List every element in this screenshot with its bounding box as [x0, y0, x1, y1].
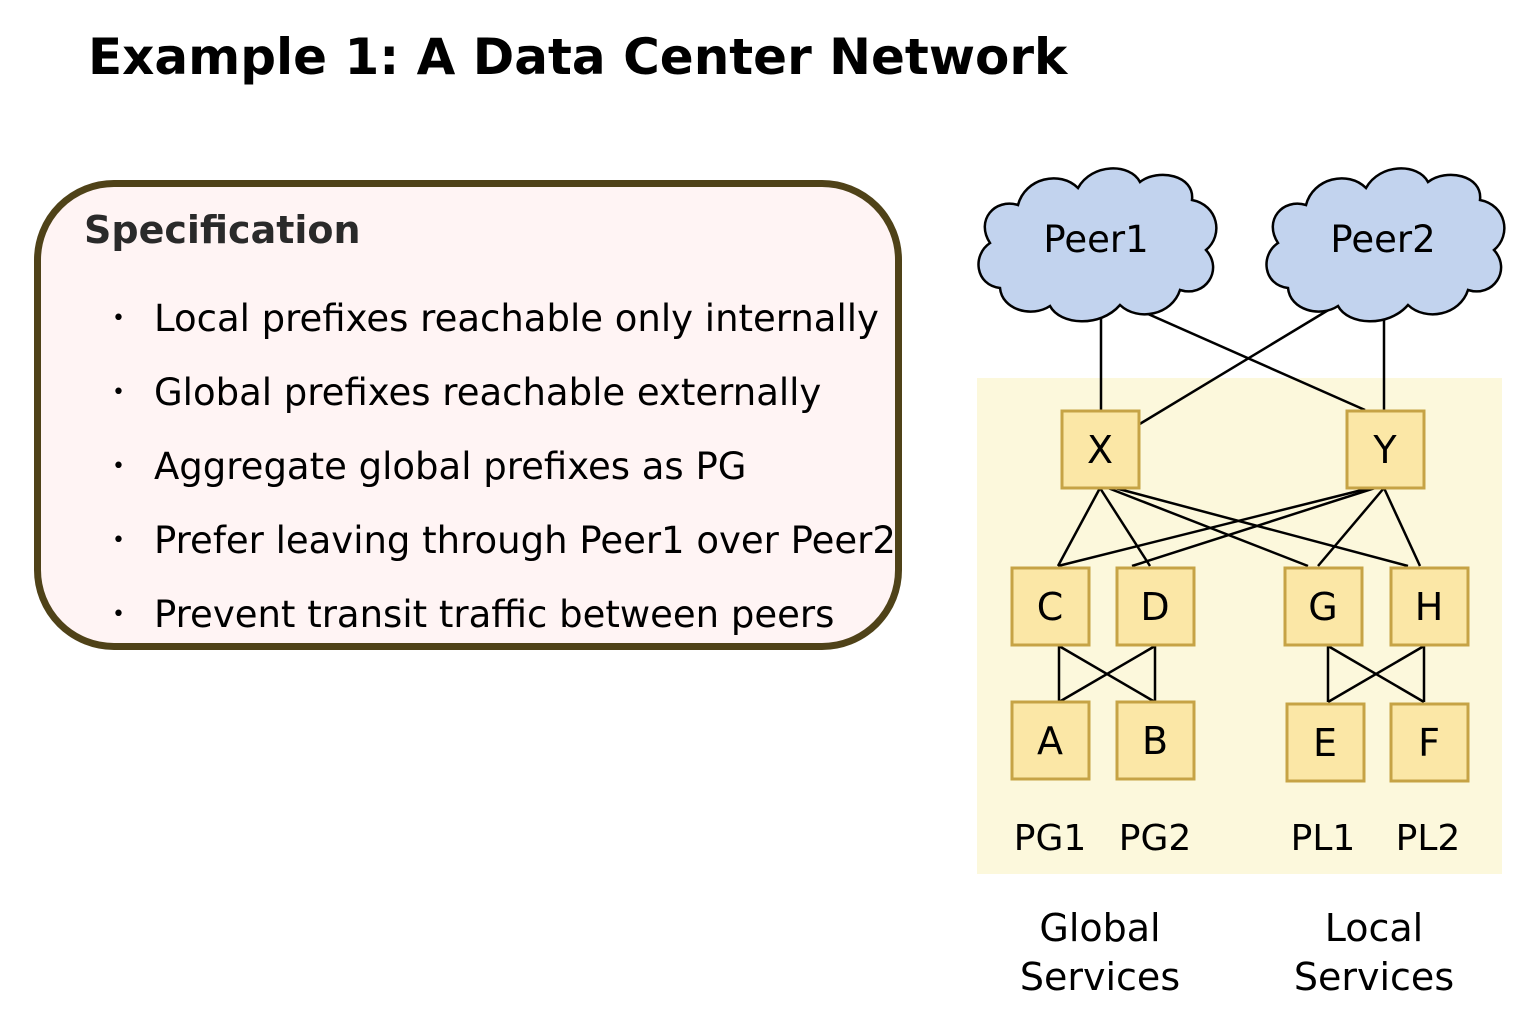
router-f	[1389, 702, 1470, 783]
peer2-label: Peer2	[1330, 218, 1435, 261]
router-h-label: H	[1415, 585, 1444, 629]
list-item: •Prefer leaving through Peer1 over Peer2	[112, 504, 896, 578]
router-d-label: D	[1140, 585, 1169, 629]
router-h	[1389, 566, 1470, 647]
local-services-label-line2: Services	[1294, 955, 1454, 999]
link-y-d	[1131, 486, 1376, 568]
network-links	[1056, 304, 1426, 704]
peer2-cloud: Peer2	[1265, 167, 1506, 323]
page-title: Example 1: A Data Center Network	[88, 28, 1068, 86]
link-h-e	[1327, 644, 1425, 704]
peer1-cloud: Peer1	[977, 167, 1218, 323]
router-e-label: E	[1313, 721, 1337, 765]
router-x-label: X	[1087, 428, 1113, 472]
bullet-icon: •	[112, 380, 125, 405]
router-b-label: B	[1142, 719, 1168, 763]
link-x-g	[1107, 486, 1309, 568]
router-y-label: Y	[1372, 428, 1397, 472]
list-item: •Global prefixes reachable externally	[112, 356, 896, 430]
specification-heading: Specification	[84, 208, 361, 252]
router-g	[1283, 566, 1364, 647]
list-item: •Prevent transit traffic between peers	[112, 578, 896, 652]
router-b	[1115, 700, 1196, 781]
prefix-pg1: PG1	[1014, 818, 1087, 859]
list-item: •Local prefixes reachable only internall…	[112, 282, 896, 356]
bullet-icon: •	[112, 454, 125, 479]
prefix-pl2: PL2	[1396, 818, 1461, 859]
router-y	[1345, 409, 1426, 490]
global-services-label-line1: Global	[1039, 906, 1160, 950]
bullet-icon: •	[112, 528, 125, 553]
router-c	[1010, 566, 1091, 647]
local-services-label-line1: Local	[1325, 906, 1424, 950]
router-x	[1060, 409, 1141, 490]
specification-list: •Local prefixes reachable only internall…	[112, 282, 896, 652]
router-c-label: C	[1037, 585, 1064, 629]
router-e	[1285, 702, 1366, 783]
list-item: •Aggregate global prefixes as PG	[112, 430, 896, 504]
link-y-g	[1317, 487, 1385, 567]
link-x-h	[1114, 486, 1409, 568]
link-d-a	[1058, 644, 1156, 704]
prefix-pl1: PL1	[1291, 818, 1356, 859]
router-a-label: A	[1037, 719, 1063, 763]
router-d	[1115, 566, 1196, 647]
prefix-pg2: PG2	[1119, 818, 1192, 859]
link-y-h	[1382, 487, 1422, 567]
bullet-icon: •	[112, 306, 125, 331]
link-peer2-x	[1137, 304, 1336, 427]
global-services-label-line2: Services	[1020, 955, 1180, 999]
router-f-label: F	[1418, 721, 1440, 765]
peer1-label: Peer1	[1043, 218, 1148, 261]
bullet-icon: •	[112, 602, 125, 627]
specification-box	[34, 180, 902, 650]
router-g-label: G	[1308, 585, 1337, 629]
link-y-c	[1057, 486, 1371, 568]
router-a	[1010, 700, 1091, 781]
link-x-d	[1098, 487, 1152, 567]
cloud-icon	[1265, 167, 1506, 323]
link-x-c	[1056, 487, 1102, 567]
cloud-icon	[977, 167, 1218, 323]
